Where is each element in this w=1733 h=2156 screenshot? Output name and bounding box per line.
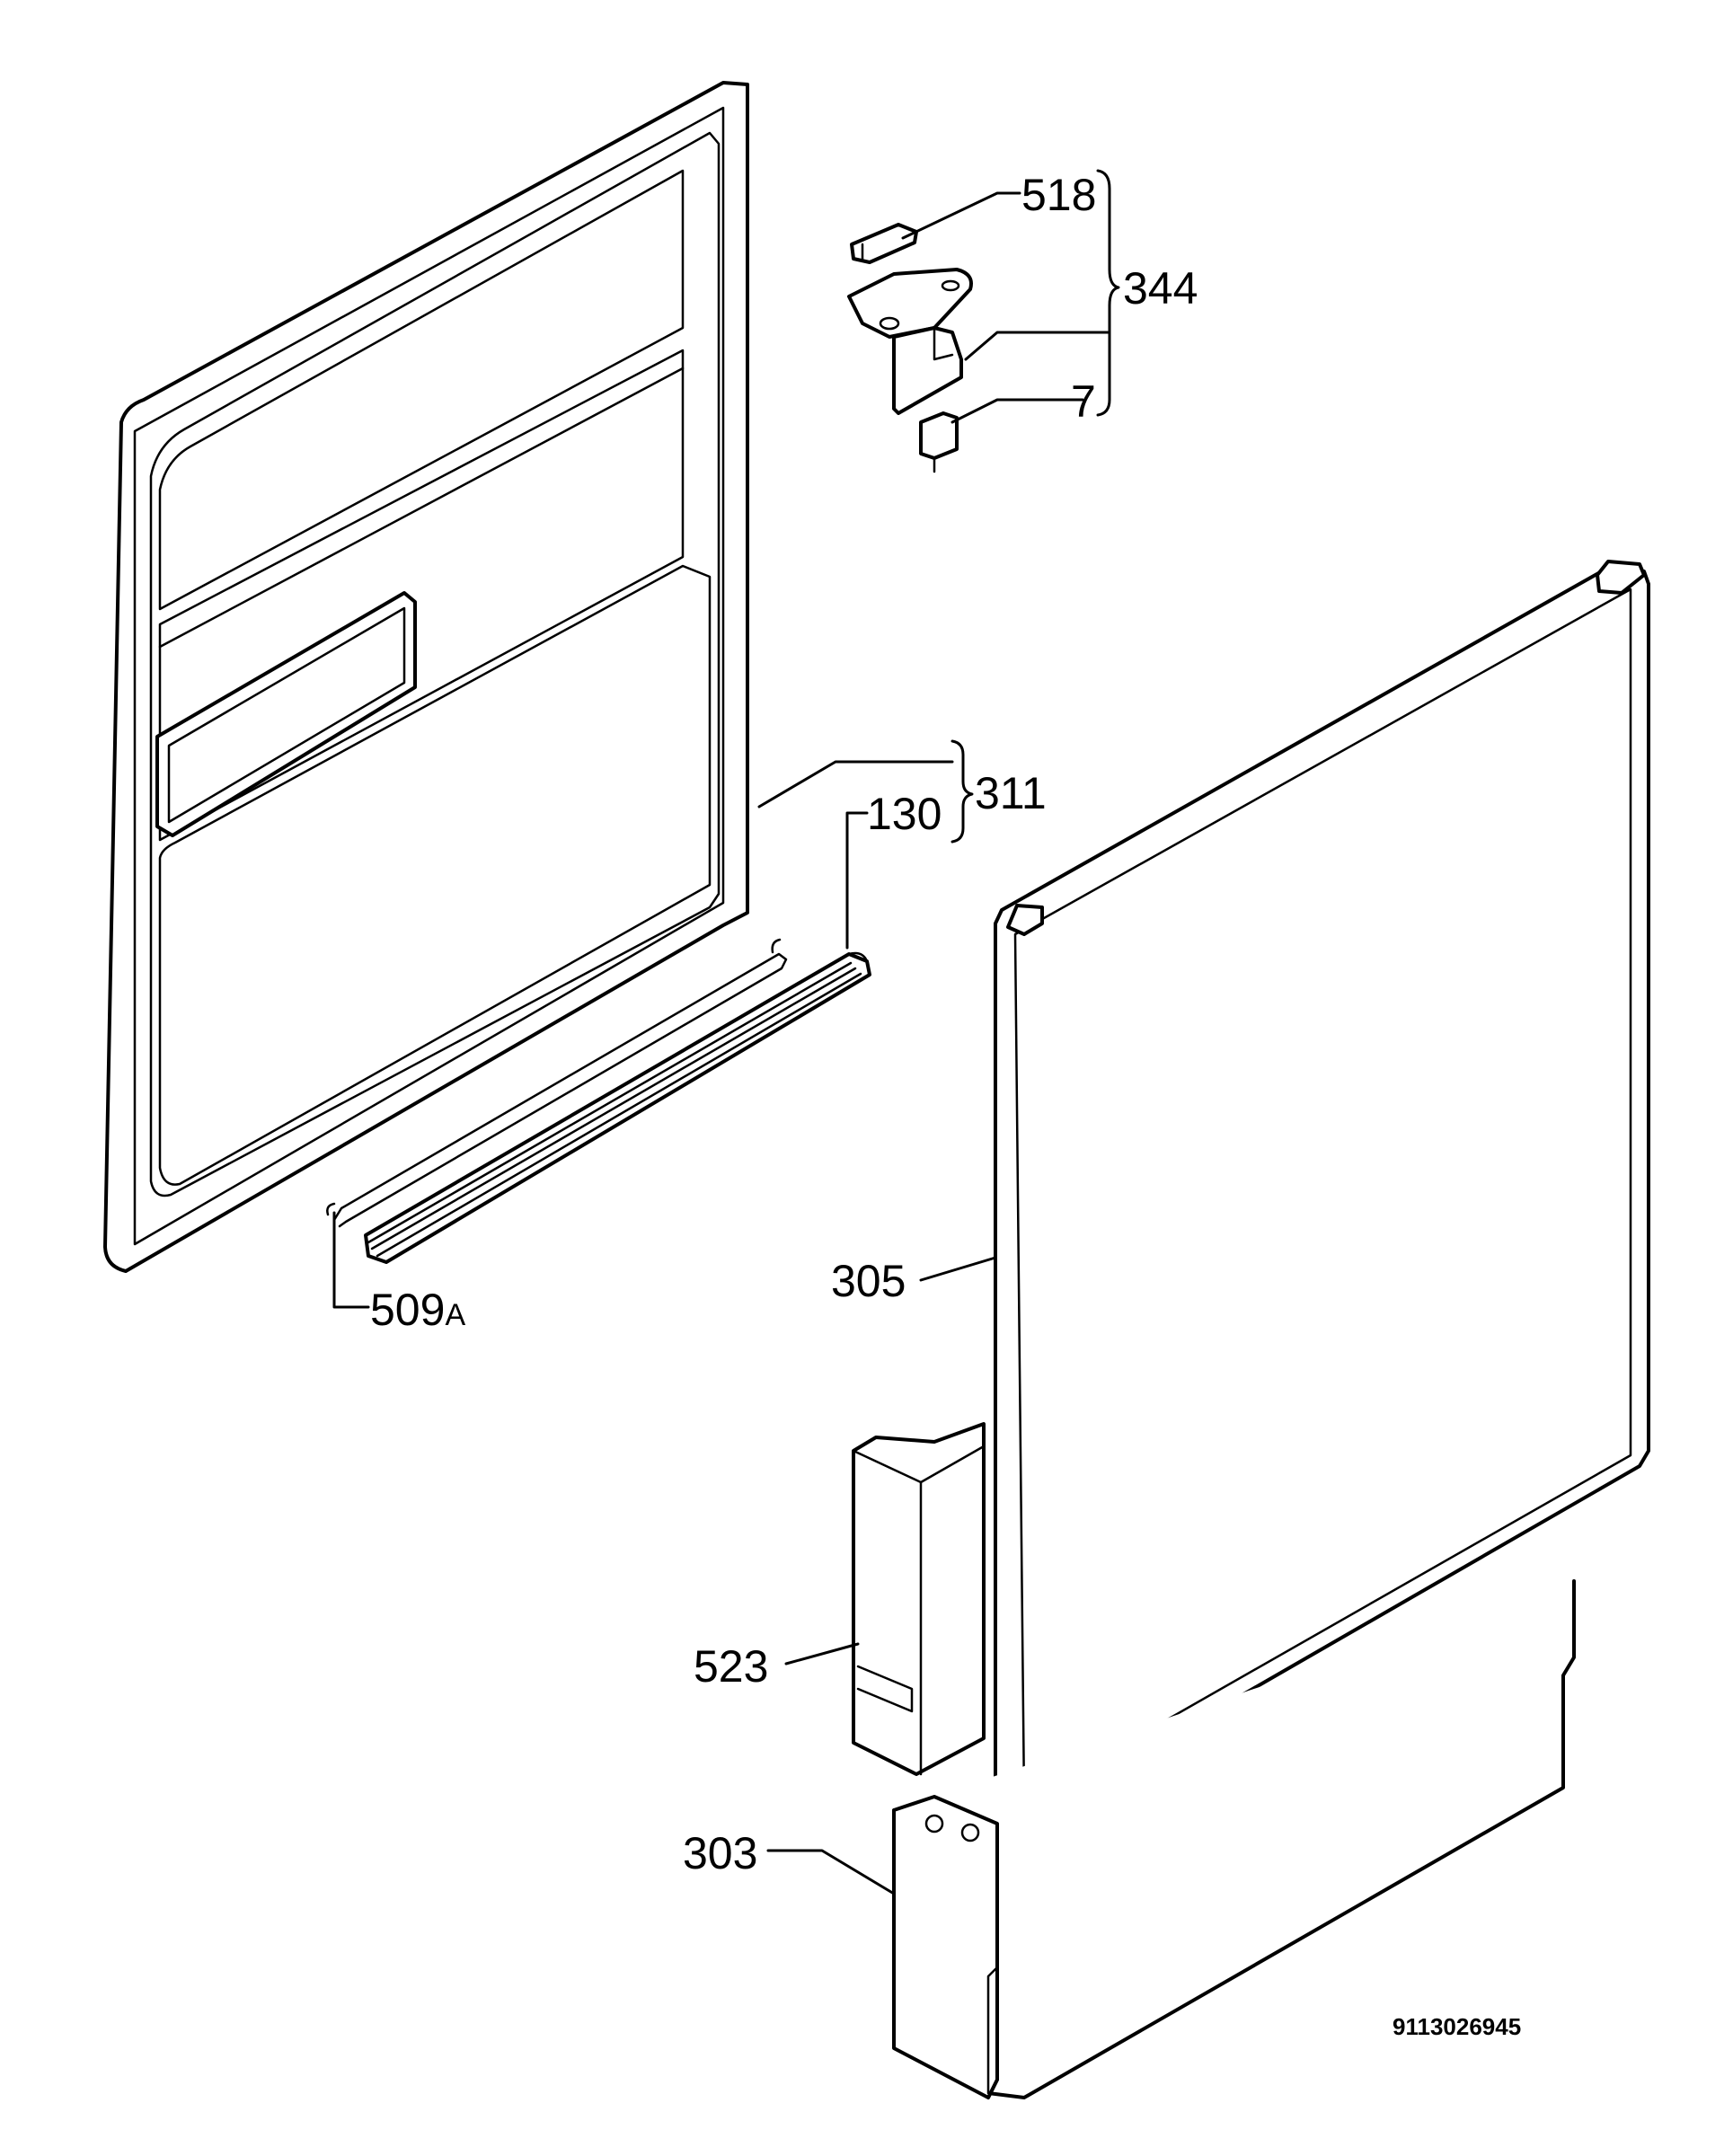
label-523: 523 [694, 1641, 768, 1692]
outer-door-panel [994, 560, 1650, 1818]
label-311: 311 [975, 768, 1047, 818]
door-seal-strip-part [364, 951, 871, 1264]
document-number: 9113026945 [1393, 2013, 1521, 2040]
label-303: 303 [683, 1828, 757, 1878]
door-lock-assembly [847, 223, 973, 473]
label-305: 305 [831, 1256, 906, 1306]
part-labels: 518 344 7 311 130 509A 305 523 303 91130… [370, 170, 1521, 2040]
leader-lines [332, 169, 1120, 1895]
label-344: 344 [1123, 263, 1198, 314]
label-509-number: 509 [370, 1285, 445, 1335]
control-panel-cover-part [852, 1422, 986, 1776]
label-518: 518 [1021, 170, 1096, 220]
label-509-suffix: A [445, 1298, 465, 1332]
hinge-rod-part [326, 938, 788, 1228]
label-130: 130 [867, 789, 942, 839]
label-509a: 509A [370, 1285, 465, 1335]
label-7: 7 [1071, 376, 1096, 427]
inner-door-panel [103, 81, 749, 1273]
kick-plate-part [892, 1579, 1576, 2099]
